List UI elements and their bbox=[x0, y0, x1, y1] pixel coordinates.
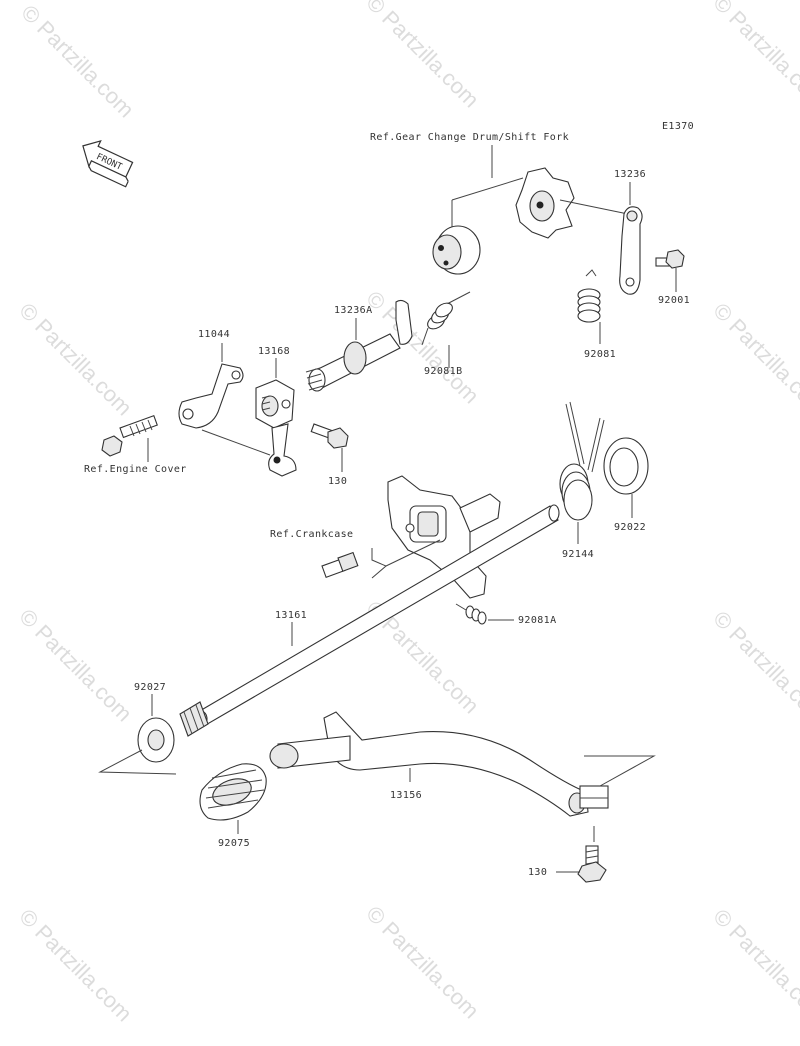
ref-gear-change-leader bbox=[451, 145, 524, 232]
part-92022-washer bbox=[603, 437, 649, 495]
part-92022-label: 92022 bbox=[614, 522, 646, 533]
watermark: © Partzilla.com bbox=[361, 901, 484, 1024]
part-13161-label: 13161 bbox=[275, 610, 307, 621]
part-92001-bolt bbox=[655, 249, 685, 269]
pedal-peg bbox=[269, 735, 351, 769]
part-92027-label: 92027 bbox=[134, 682, 166, 693]
part-92144-label: 92144 bbox=[562, 549, 594, 560]
diagram-code: E1370 bbox=[662, 121, 694, 132]
part-92027-seal bbox=[137, 717, 175, 763]
part-13156-shift-pedal bbox=[323, 711, 609, 817]
part-13236-lever bbox=[619, 206, 643, 295]
part-92081A-spring bbox=[455, 603, 487, 625]
watermark: © Partzilla.com bbox=[361, 0, 484, 112]
crankcase-pin bbox=[321, 551, 359, 578]
ref-gear-change-label: Ref.Gear Change Drum/Shift Fork bbox=[370, 132, 569, 143]
part-13236-label: 13236 bbox=[614, 169, 646, 180]
crankcase-leader bbox=[371, 548, 387, 579]
engine-cover-bolt bbox=[101, 414, 158, 457]
part-92075-label: 92075 bbox=[218, 838, 250, 849]
leader-line bbox=[385, 539, 441, 567]
watermark: © Partzilla.com bbox=[16, 0, 139, 122]
part-13236A-shaft bbox=[305, 299, 413, 392]
part-130-bolt-lower bbox=[577, 845, 607, 883]
part-130-label-lower: 130 bbox=[528, 867, 547, 878]
part-13168-clamp bbox=[255, 379, 297, 477]
part-130-bolt-upper bbox=[310, 423, 349, 449]
part-130-label-upper: 130 bbox=[328, 476, 347, 487]
part-92075-rubber bbox=[199, 763, 267, 821]
part-13156-label: 13156 bbox=[390, 790, 422, 801]
part-92001-label: 92001 bbox=[658, 295, 690, 306]
part-13236A-label: 13236A bbox=[334, 305, 373, 316]
watermark: © Partzilla.com bbox=[708, 0, 800, 112]
leader-line bbox=[559, 199, 629, 215]
part-92081-label: 92081 bbox=[584, 349, 616, 360]
gear-drum-end bbox=[432, 225, 481, 275]
leader-line bbox=[584, 755, 656, 787]
part-13161-shift-shaft bbox=[179, 504, 560, 737]
watermark: © Partzilla.com bbox=[14, 604, 137, 727]
part-92081B-spring bbox=[421, 291, 471, 346]
watermark: © Partzilla.com bbox=[708, 904, 800, 1027]
part-92144-spring bbox=[559, 401, 605, 521]
leader-line bbox=[98, 749, 177, 775]
front-arrow-icon: FRONT bbox=[82, 139, 134, 188]
part-13168-label: 13168 bbox=[258, 346, 290, 357]
watermark: © Partzilla.com bbox=[14, 298, 137, 421]
part-11044-label: 11044 bbox=[198, 329, 230, 340]
watermark: © Partzilla.com bbox=[708, 606, 800, 729]
part-92081-spring bbox=[577, 269, 601, 323]
watermark: © Partzilla.com bbox=[14, 904, 137, 1027]
part-11044-bracket bbox=[178, 363, 244, 429]
watermark: © Partzilla.com bbox=[708, 298, 800, 421]
gear-star-cam bbox=[515, 167, 575, 239]
part-92081B-label: 92081B bbox=[424, 366, 463, 377]
part-92081A-label: 92081A bbox=[518, 615, 557, 626]
leader-line bbox=[201, 429, 271, 456]
ref-engine-cover-label: Ref.Engine Cover bbox=[84, 464, 187, 475]
ref-crankcase-label: Ref.Crankcase bbox=[270, 529, 353, 540]
